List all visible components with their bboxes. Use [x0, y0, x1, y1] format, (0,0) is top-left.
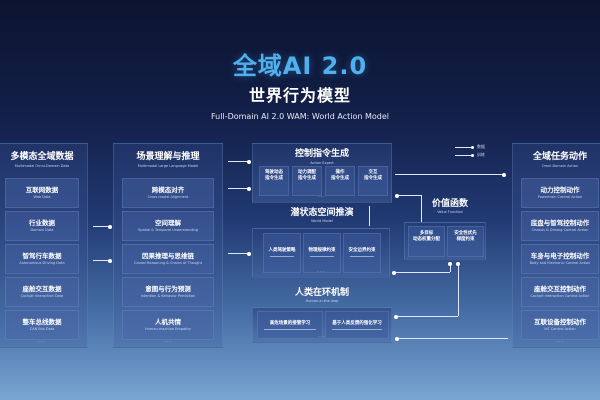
action-output-powertrain: 动力控制动作 Powertrain Control Action [521, 178, 599, 208]
value-card-safety-first: 安全性优先 梯度约束 [447, 226, 484, 257]
page-title: 全域AI 2.0 [232, 52, 368, 80]
reasoning-card-causal: 因果推理与思维链 Causal Reasoning & Chains of Th… [122, 244, 214, 274]
action-output-body: 车身与电子控制动作 Body and Electronic Control Ac… [521, 244, 599, 274]
actions-column-title: 全域任务动作 [532, 152, 587, 162]
arrow-value-to-action [395, 193, 421, 198]
legend: 数据 训练 [455, 143, 485, 159]
legend-item-data: 数据 [455, 143, 485, 151]
reasoning-column: 场景理解与推理 Multimodal Large Language Model … [113, 143, 223, 348]
human-loop-label: 人类在环机制 Human-in-the-loop [294, 288, 349, 303]
world-model-panel: 人类驾驶策略 物理规律约束 安全边界约束 ··· [252, 228, 390, 278]
value-to-action-vline [421, 195, 422, 222]
action-card-driving: 驾驶动态 指令生成 [259, 166, 289, 196]
actions-more: ··· [556, 339, 564, 345]
data-card-driving: 智驾行车数据 Autonomous Driving Data [5, 244, 79, 274]
arrow-action-to-world [369, 206, 370, 226]
arrow-data-to-reasoning-1 [93, 224, 112, 229]
reasoning-more: ··· [164, 339, 172, 345]
arrow-reasoning-to-action-1 [228, 159, 251, 164]
world-model-more: ··· [317, 269, 325, 275]
arrow-action-to-output [395, 172, 506, 177]
value-card-multi-objective: 多目标 动态权重分配 [408, 226, 445, 257]
reasoning-card-intention: 意图与行为预测 Intention & Behavior Prediction [122, 277, 214, 307]
page-subtitle-en: Full-Domain AI 2.0 WAM: World Action Mod… [211, 112, 389, 121]
human-loop-panel: 高危场景的接管学习 基于人类反馈的强化学习 ··· [252, 307, 392, 343]
human-card-takeover: 高危场景的接管学习 [257, 311, 323, 339]
arrow-data-to-reasoning-2 [93, 258, 112, 263]
reasoning-card-empathy: 人机共情 Human-machine Empathy [122, 310, 214, 340]
action-expert-more: ··· [318, 194, 326, 200]
arrow-output-feedback [395, 336, 508, 341]
data-more: ··· [38, 339, 46, 345]
world-card-human-policy: 人类驾驶策略 [263, 233, 301, 273]
human-card-rlhf: 基于人类反馈的强化学习 [325, 311, 389, 339]
action-expert-title-en: Action Expert [310, 161, 334, 165]
value-function-label: 价值函数 Value Function [431, 199, 468, 214]
action-expert-panel: 控制指令生成 Action Expert 驾驶动态 指令生成 动力调配 指令生成… [252, 143, 392, 203]
action-output-iot: 互联设备控制动作 IoT Control Action [521, 310, 599, 340]
world-card-safety: 安全边界约束 [343, 233, 381, 273]
actions-column: 全域任务动作 Omni-Domain Action 动力控制动作 Powertr… [512, 143, 600, 348]
data-column: 多模态全域数据 Multimodal Omni-Domain Data 互联网数… [0, 143, 88, 348]
action-card-interaction: 交互 指令生成 [358, 166, 388, 196]
action-expert-title: 控制指令生成 [294, 149, 349, 159]
arrow-reasoning-to-action-2 [228, 186, 251, 191]
data-column-title: 多模态全域数据 [10, 152, 74, 162]
human-to-value-dot [456, 262, 460, 266]
human-loop-more: ··· [318, 334, 326, 340]
human-to-value-hline [394, 314, 458, 319]
action-output-cockpit: 座舱交互控制动作 Cockpit Interaction Control Act… [521, 277, 599, 307]
world-to-value-dot [448, 262, 452, 266]
reasoning-column-title: 场景理解与推理 [136, 152, 200, 162]
human-to-value-vline [458, 264, 459, 316]
data-card-domain: 行业数据 Domain Data [5, 211, 79, 241]
legend-item-training: 训练 [455, 151, 485, 159]
action-output-chassis: 底盘与智驾控制动作 Chassis & Driving Control Acti… [521, 211, 599, 241]
header: 全域AI 2.0 世界行为模型 Full-Domain AI 2.0 WAM: … [0, 52, 600, 122]
data-card-canbus: 整车总线数据 CAN Bus Data [5, 310, 79, 340]
world-to-value-vline [450, 264, 451, 272]
value-function-panel: 多目标 动态权重分配 安全性优先 梯度约束 [404, 222, 486, 260]
world-card-physics: 物理规律约束 [303, 233, 341, 273]
actions-column-title-en: Omni-Domain Action [541, 164, 579, 168]
action-card-power: 动力调配 指令生成 [292, 166, 322, 196]
world-model-label: 潜状态空间推演 World Model [290, 208, 354, 223]
data-card-cockpit: 座舱交互数据 Cockpit Interaction Data [5, 277, 79, 307]
reasoning-card-alignment: 跨模态对齐 Cross-modal Alignment [122, 178, 214, 208]
action-card-operation: 操作 指令生成 [325, 166, 355, 196]
arrow-reasoning-to-world [228, 251, 251, 256]
data-card-web: 互联网数据 Web Data [5, 178, 79, 208]
world-to-value-hline [392, 270, 450, 275]
page-subtitle: 世界行为模型 [248, 86, 351, 105]
reasoning-card-spatial: 空间理解 Spatial & Temporal Understanding [122, 211, 214, 241]
data-column-title-en: Multimodal Omni-Domain Data [14, 164, 70, 168]
reasoning-column-title-en: Multimodal Large Language Model [137, 164, 199, 168]
